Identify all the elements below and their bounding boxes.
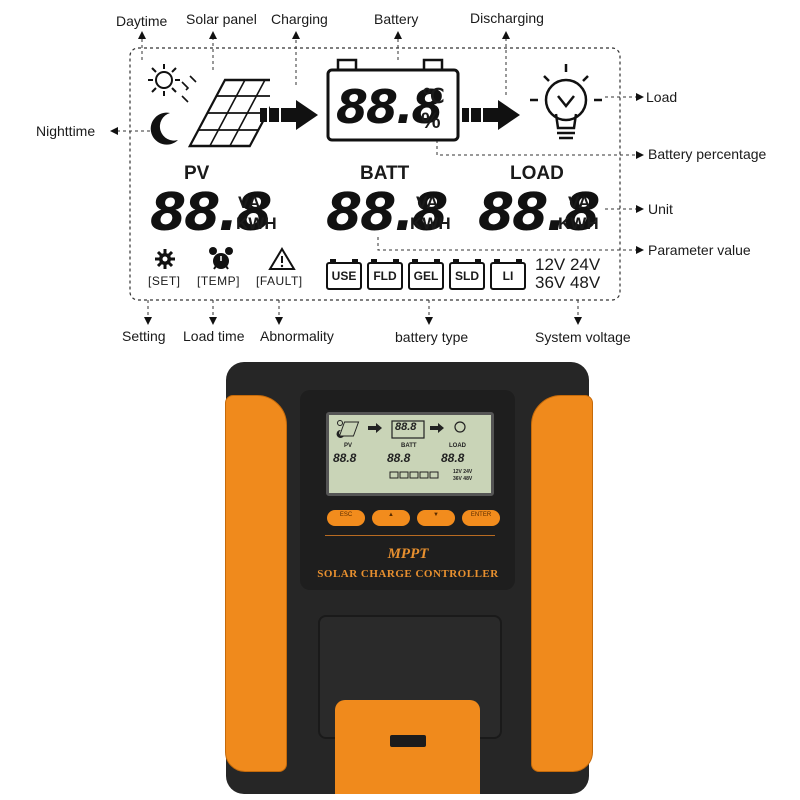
battery-type-use: USE [326, 259, 362, 290]
light-bulb-icon [530, 64, 602, 140]
lcd-pv-label: PV [344, 443, 353, 449]
batt-unit-kwh: KWH [410, 214, 451, 233]
pv-unit-va: VA [238, 193, 261, 212]
callout-load-time: Load time [183, 328, 245, 344]
load-label: LOAD [510, 163, 564, 184]
lcd-batt-value: 88.8 [387, 451, 411, 465]
callout-load: Load [646, 89, 678, 105]
alarm-clock-icon [209, 247, 233, 270]
celsius-symbol: ℃ [422, 86, 445, 108]
pv-value: 88.8 [150, 183, 272, 243]
brand-subtitle: SOLAR CHARGE CONTROLLER [317, 568, 499, 580]
moon-icon [150, 112, 178, 145]
esc-button[interactable]: ESC [327, 510, 365, 526]
batt-label: BATT [360, 163, 410, 184]
callout-battery-percentage: Battery percentage [648, 146, 767, 162]
pv-label: PV [184, 163, 210, 184]
indicator-temp: [TEMP] [197, 274, 241, 288]
battery-reading: 88.8 [336, 80, 443, 134]
gear-icon [155, 249, 175, 269]
up-button[interactable]: ▲ [372, 510, 410, 526]
callout-charging: Charging [271, 11, 328, 27]
left-orange-grip [225, 395, 287, 772]
batt-value: 88.8 [326, 183, 448, 243]
callout-abnormality: Abnormality [260, 328, 334, 344]
callout-discharging: Discharging [470, 10, 544, 26]
lcd-voltages-row2: 36V 48V [453, 476, 473, 482]
lcd-voltages-row1: 12V 24V [453, 469, 473, 475]
callout-battery: Battery [374, 11, 419, 27]
lcd-diagram: Daytime Solar panel Charging Battery Dis… [0, 0, 800, 350]
callout-parameter-value: Parameter value [648, 242, 751, 258]
brand-divider [325, 535, 495, 536]
lcd-mini-graphics [336, 420, 466, 479]
callout-system-voltage: System voltage [535, 329, 631, 345]
pv-unit-kwh: KWH [236, 214, 277, 233]
percent-symbol: % [421, 108, 441, 133]
lcd-load-label: LOAD [449, 443, 466, 449]
lcd-pv-value: 88.8 [333, 451, 357, 465]
voltages-row1: 12V 24V [535, 255, 601, 274]
device-lcd-screen: 88.8 PV BATT LOAD 88.8 88.8 88.8 12V 24V… [326, 412, 494, 496]
enter-button[interactable]: ENTER [462, 510, 500, 526]
lcd-batt-label: BATT [401, 443, 417, 449]
bottom-orange-tab [335, 700, 480, 794]
discharging-arrow-icon [462, 100, 520, 130]
solar-panel-icon [181, 75, 270, 148]
indicator-fault: [FAULT] [256, 274, 303, 288]
load-unit-va: VA [568, 193, 591, 212]
battery-icon [326, 58, 460, 142]
indicator-set: [SET] [148, 274, 181, 288]
load-value: 88.8 [478, 183, 600, 243]
callout-setting: Setting [122, 328, 166, 344]
callout-battery-type: battery type [395, 329, 469, 345]
battery-type-gel: GEL [408, 259, 444, 290]
batt-unit-va: VA [416, 193, 439, 212]
lcd-battery-reading: 88.8 [395, 421, 417, 433]
battery-type-li: LI [490, 259, 526, 290]
bottom-slot [390, 735, 426, 747]
battery-type-sld: SLD [449, 259, 485, 290]
charging-arrow-icon [260, 100, 318, 130]
voltages-row2: 36V 48V [535, 273, 601, 292]
right-orange-grip [531, 395, 593, 772]
callout-solar-panel: Solar panel [186, 11, 257, 27]
lcd-load-value: 88.8 [441, 451, 465, 465]
brand-mppt: MPPT [387, 546, 429, 562]
callout-unit: Unit [648, 201, 673, 217]
callout-daytime: Daytime [116, 13, 168, 29]
load-unit-kwh: KWH [558, 214, 599, 233]
callout-nighttime: Nighttime [36, 123, 96, 139]
down-button[interactable]: ▼ [417, 510, 455, 526]
battery-type-fld: FLD [367, 259, 403, 290]
sun-icon [148, 64, 180, 96]
diagram-lines [110, 31, 644, 325]
warning-icon [268, 247, 296, 270]
